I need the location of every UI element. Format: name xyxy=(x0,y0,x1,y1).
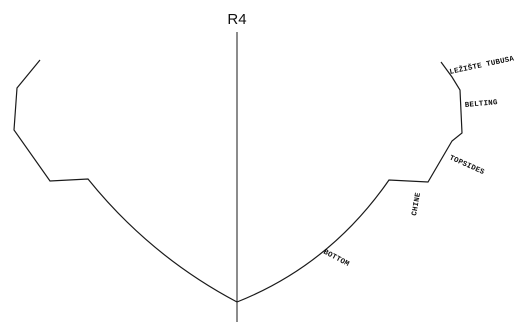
hull-left-outline xyxy=(13,59,238,303)
hull-right-outline xyxy=(236,61,463,303)
label-lezište-tubusa: LEŽIŠTE TUBUSA xyxy=(449,53,516,77)
label-topsides: TOPSIDES xyxy=(448,154,486,177)
label-bottom: BOTTOM xyxy=(322,249,351,269)
section-title: R4 xyxy=(227,11,246,28)
label-chine: CHINE xyxy=(411,192,423,217)
label-belting: BELTING xyxy=(465,99,499,110)
